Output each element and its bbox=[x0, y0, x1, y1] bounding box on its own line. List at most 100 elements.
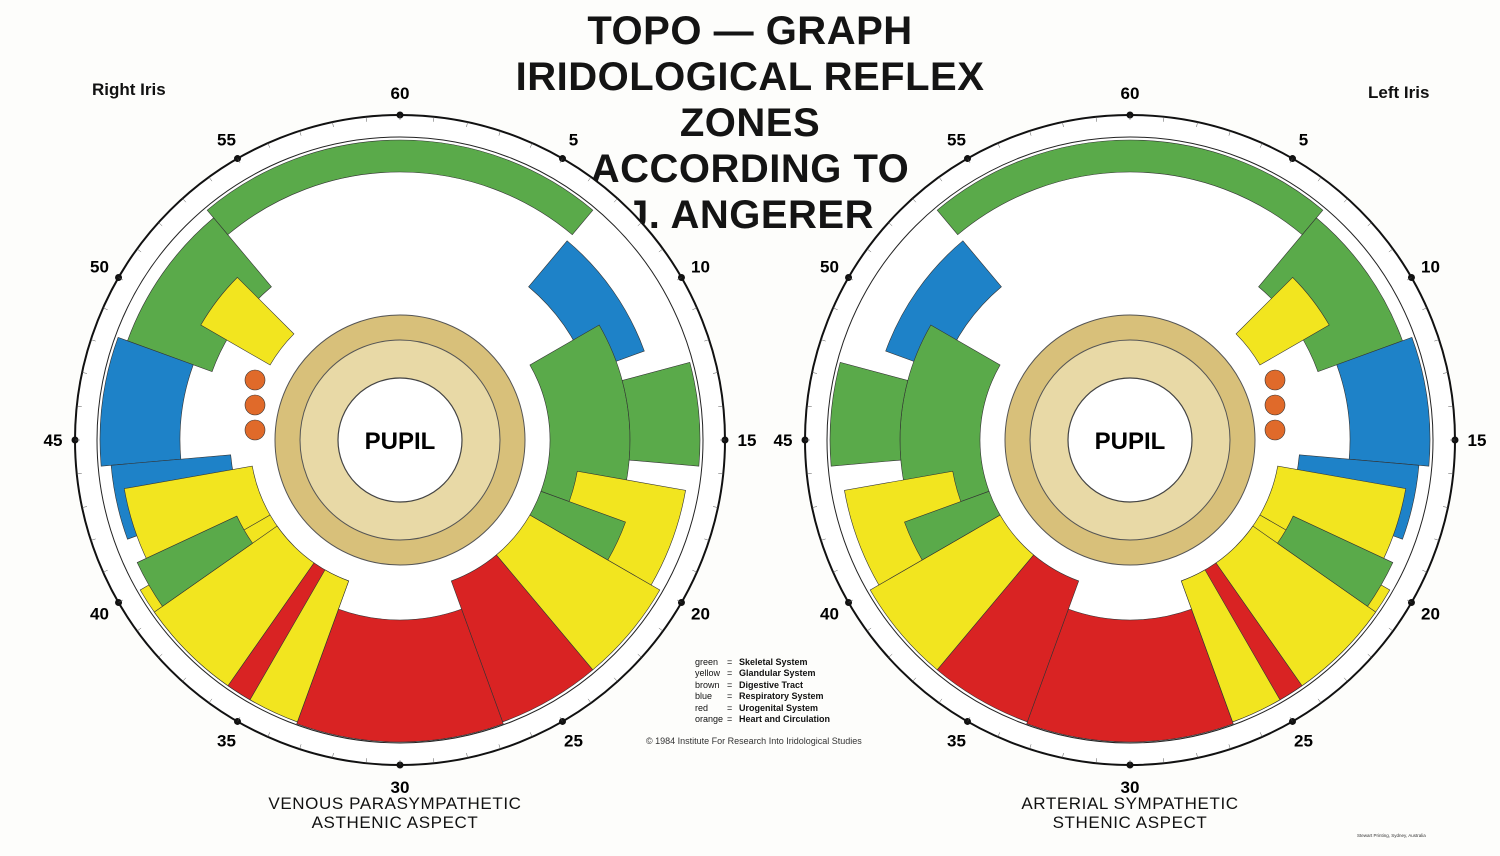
minute-tick bbox=[704, 339, 710, 342]
legend-key: red bbox=[695, 702, 709, 713]
minute-tick bbox=[1196, 122, 1198, 128]
legend-equals: = bbox=[727, 714, 733, 725]
clock-number: 30 bbox=[1121, 778, 1140, 797]
minute-tick bbox=[1317, 698, 1322, 704]
minute-tick bbox=[498, 744, 501, 750]
clock-number: 45 bbox=[774, 431, 793, 450]
minute-tick bbox=[637, 653, 642, 658]
pupil-label: PUPIL bbox=[365, 428, 436, 455]
minute-tick bbox=[118, 599, 123, 603]
minute-tick bbox=[1029, 130, 1032, 136]
minute-tick bbox=[866, 248, 872, 253]
reflex-zone bbox=[206, 139, 594, 236]
minute-tick bbox=[332, 752, 334, 758]
minute-tick bbox=[812, 506, 818, 508]
minute-tick bbox=[1422, 307, 1428, 311]
legend-key: green bbox=[695, 657, 719, 667]
minute-tick bbox=[498, 130, 501, 136]
minute-tick bbox=[888, 222, 893, 227]
minute-tick bbox=[806, 405, 812, 407]
heart-circulation-marker bbox=[1264, 369, 1286, 391]
legend-equals: = bbox=[727, 679, 733, 690]
minute-tick bbox=[1388, 627, 1394, 632]
reflex-zone bbox=[136, 515, 253, 607]
minute-tick bbox=[712, 506, 718, 508]
reflex-zone bbox=[99, 337, 194, 467]
minute-tick bbox=[658, 627, 664, 632]
pupil bbox=[1067, 377, 1193, 503]
minute-tick bbox=[888, 653, 893, 658]
copyright-notice: © 1984 Institute For Research Into Irido… bbox=[646, 736, 862, 746]
clock-number: 35 bbox=[217, 732, 236, 751]
reflex-zone bbox=[1180, 569, 1281, 723]
printer-credit: Stewart Printing, Sydney, Australia bbox=[1357, 833, 1426, 838]
legend-key: orange bbox=[695, 714, 724, 725]
heart-circulation-marker bbox=[1264, 419, 1286, 441]
minute-tick bbox=[613, 198, 618, 203]
legend-row: yellow=Glandular System bbox=[695, 668, 830, 679]
minute-tick bbox=[677, 277, 682, 281]
clock-number: 20 bbox=[1421, 605, 1440, 624]
minute-tick bbox=[938, 698, 943, 704]
legend-row: red=Urogenital System bbox=[695, 703, 830, 714]
reflex-zone bbox=[1277, 515, 1394, 607]
legend-row: blue=Respiratory System bbox=[695, 691, 830, 702]
reflex-zone bbox=[495, 514, 661, 671]
clock-number: 25 bbox=[1294, 732, 1313, 751]
minute-tick bbox=[299, 744, 302, 750]
minute-tick bbox=[102, 307, 108, 311]
heart-circulation-marker bbox=[244, 369, 266, 391]
reflex-zone bbox=[127, 217, 272, 372]
title-line-2: IRIDOLOGICAL REFLEX ZONES bbox=[515, 55, 985, 145]
minute-tick bbox=[848, 599, 853, 603]
minute-tick bbox=[559, 717, 563, 722]
minute-tick bbox=[613, 677, 618, 682]
minute-tick bbox=[1448, 473, 1454, 475]
clock-number: 60 bbox=[1121, 84, 1140, 103]
clock-number: 5 bbox=[569, 130, 578, 149]
minute-tick bbox=[587, 698, 592, 704]
minute-tick bbox=[332, 122, 334, 128]
legend-value: Glandular System bbox=[739, 668, 816, 679]
minute-tick bbox=[529, 732, 533, 738]
minute-tick bbox=[433, 116, 435, 122]
clock-number: 35 bbox=[947, 732, 966, 751]
legend-value: Respiratory System bbox=[739, 691, 824, 702]
minute-tick bbox=[692, 569, 698, 573]
minute-tick bbox=[365, 758, 367, 764]
minute-tick bbox=[1434, 339, 1440, 342]
minute-tick bbox=[1062, 752, 1064, 758]
reflex-zone bbox=[153, 525, 315, 687]
minute-tick bbox=[1343, 677, 1348, 682]
clock-number: 40 bbox=[820, 605, 839, 624]
clock-number: 10 bbox=[1421, 258, 1440, 277]
minute-tick bbox=[832, 307, 838, 311]
minute-tick bbox=[848, 277, 853, 281]
legend-key: brown bbox=[695, 679, 720, 690]
minute-tick bbox=[182, 198, 187, 203]
minute-tick bbox=[1062, 122, 1064, 128]
minute-tick bbox=[1196, 752, 1198, 758]
minute-tick bbox=[299, 130, 302, 136]
minute-tick bbox=[1442, 372, 1448, 374]
minute-tick bbox=[912, 677, 917, 682]
minute-tick bbox=[866, 627, 872, 632]
clock-number: 5 bbox=[1299, 130, 1308, 149]
clock-number: 55 bbox=[947, 130, 966, 149]
title-line-3: ACCORDING TO bbox=[590, 147, 910, 191]
minute-tick bbox=[1095, 116, 1097, 122]
minute-tick bbox=[102, 569, 108, 573]
heart-circulation-marker bbox=[244, 419, 266, 441]
minute-tick bbox=[182, 677, 187, 682]
reflex-zone bbox=[1235, 276, 1330, 366]
minute-tick bbox=[704, 538, 710, 541]
title-line-1: TOPO — GRAPH bbox=[587, 9, 913, 53]
minute-tick bbox=[559, 158, 563, 163]
minute-tick bbox=[466, 752, 468, 758]
minute-tick bbox=[1407, 599, 1412, 603]
minute-tick bbox=[637, 222, 642, 227]
right-iris-aspect: VENOUS PARASYMPATHETIC ASTHENIC ASPECT bbox=[230, 794, 560, 832]
reflex-zone bbox=[621, 361, 701, 467]
minute-tick bbox=[529, 142, 533, 148]
